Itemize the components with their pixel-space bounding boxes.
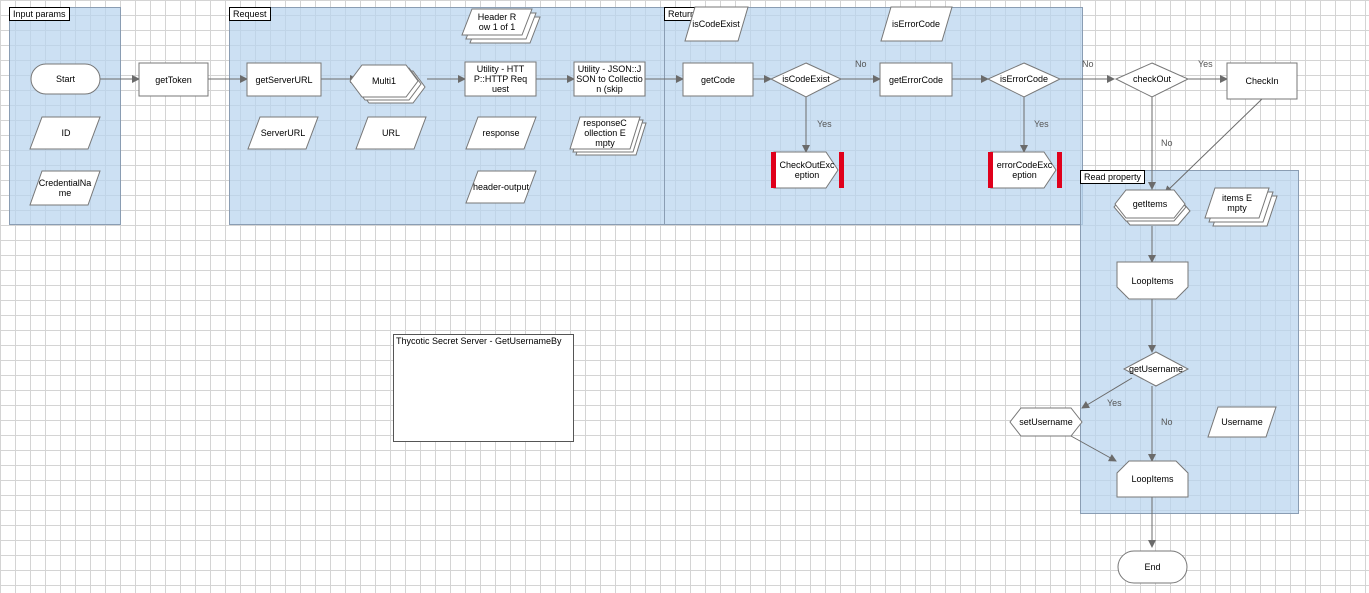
end-terminator[interactable] — [1117, 550, 1188, 584]
response-label: response — [482, 128, 520, 138]
start-label: Start — [55, 74, 75, 84]
is-error-code-decision[interactable] — [986, 62, 1062, 98]
connector — [1070, 435, 1117, 462]
region-label: Input params — [9, 7, 70, 21]
code-exist-yes-label: Yes — [817, 119, 832, 129]
exception-marker — [839, 152, 844, 188]
checkout-yes-label: Yes — [1198, 59, 1213, 69]
get-username-yes-label: Yes — [1107, 398, 1122, 408]
username-label: Username — [1221, 417, 1263, 427]
loop-items-bottom-label: LoopItems — [1131, 474, 1174, 484]
check-out-label: checkOut — [1132, 74, 1172, 84]
get-token-process[interactable] — [138, 62, 209, 97]
credential-name-data-shape[interactable] — [29, 170, 101, 206]
items-empty-stack[interactable] — [1204, 187, 1278, 227]
id-data-shape[interactable] — [29, 116, 101, 150]
json-to-collection-label: Utility - JSON::JSON to Collection (skip — [576, 64, 643, 94]
code-exist-no-label: No — [855, 59, 867, 69]
credential-name-label: CredentialName — [38, 178, 92, 198]
get-username-label: getUsername — [1128, 364, 1184, 374]
error-code-no-label: No — [1082, 59, 1094, 69]
error-code-exception-label: errorCodeException — [996, 160, 1053, 180]
response-collection-label: responseCollection Empty — [583, 118, 627, 148]
get-server-url-label: getServerURL — [255, 74, 313, 85]
check-out-decision[interactable] — [1114, 62, 1190, 98]
exception-marker — [988, 152, 993, 188]
header-output-data-shape[interactable] — [465, 170, 537, 204]
get-username-no-label: No — [1161, 417, 1173, 427]
is-code-exist-data-shape[interactable] — [684, 6, 749, 42]
end-label: End — [1144, 562, 1161, 572]
region-label: Request — [229, 7, 271, 21]
json-to-collection-process[interactable] — [573, 61, 646, 97]
check-in-label: CheckIn — [1245, 76, 1279, 86]
header-stack[interactable] — [461, 8, 541, 44]
server-url-data-shape[interactable] — [247, 116, 319, 150]
get-code-process[interactable] — [682, 62, 754, 97]
loop-items-bottom-shape[interactable] — [1116, 460, 1189, 498]
checkout-exception-label: CheckOutException — [779, 160, 835, 180]
is-error-code-decision-label: isErrorCode — [999, 74, 1048, 84]
check-in-process[interactable] — [1226, 62, 1298, 100]
return-region: Return — [664, 7, 1083, 225]
loop-items-top-label: LoopItems — [1131, 275, 1174, 286]
response-collection-stack[interactable] — [569, 116, 647, 156]
note-box[interactable]: Thycotic Secret Server - GetUsernameBy — [393, 334, 574, 442]
response-data-shape[interactable] — [465, 116, 537, 150]
get-items-stack[interactable] — [1113, 189, 1191, 226]
exception-marker — [771, 152, 776, 188]
connector — [1164, 98, 1263, 194]
get-error-code-label: getErrorCode — [888, 74, 944, 85]
connector — [1081, 377, 1133, 409]
start-terminator[interactable] — [30, 63, 101, 95]
multi1-stack[interactable] — [349, 64, 426, 104]
url-data-shape[interactable] — [355, 116, 427, 150]
loop-items-top-shape[interactable] — [1116, 261, 1189, 300]
set-username-shape[interactable] — [1009, 407, 1083, 437]
region-label: Read property — [1080, 170, 1146, 184]
get-server-url-process[interactable] — [246, 62, 322, 97]
get-code-label: getCode — [700, 74, 736, 85]
is-error-code-data-shape[interactable] — [880, 6, 953, 42]
multi1-label: Multi1 — [371, 76, 396, 86]
get-items-label: getItems — [1132, 199, 1168, 209]
get-error-code-process[interactable] — [879, 62, 953, 97]
id-label: ID — [61, 128, 71, 138]
header-output-label: header-output — [472, 182, 530, 192]
server-url-label: ServerURL — [260, 128, 306, 138]
url-label: URL — [381, 128, 400, 138]
header-label: Header Row 1 of 1 — [477, 12, 517, 32]
is-code-exist-decision-label: isCodeExist — [782, 74, 830, 84]
http-request-label: Utility - HTTP::HTTP Request — [473, 64, 528, 94]
is-code-exist-var-label: isCodeExist — [692, 19, 740, 29]
checkout-no-label: No — [1161, 138, 1173, 148]
note-title: Thycotic Secret Server - GetUsernameBy — [396, 336, 562, 346]
get-token-label: getToken — [155, 74, 192, 85]
is-code-exist-decision[interactable] — [769, 62, 843, 98]
exception-marker — [1057, 152, 1062, 188]
error-code-yes-label: Yes — [1034, 119, 1049, 129]
set-username-label: setUsername — [1019, 417, 1073, 427]
is-error-code-var-label: isErrorCode — [891, 19, 940, 29]
username-data-shape[interactable] — [1207, 406, 1277, 438]
items-empty-label: items Empty — [1221, 193, 1252, 213]
get-username-decision[interactable] — [1122, 351, 1190, 387]
http-request-process[interactable] — [464, 61, 537, 97]
